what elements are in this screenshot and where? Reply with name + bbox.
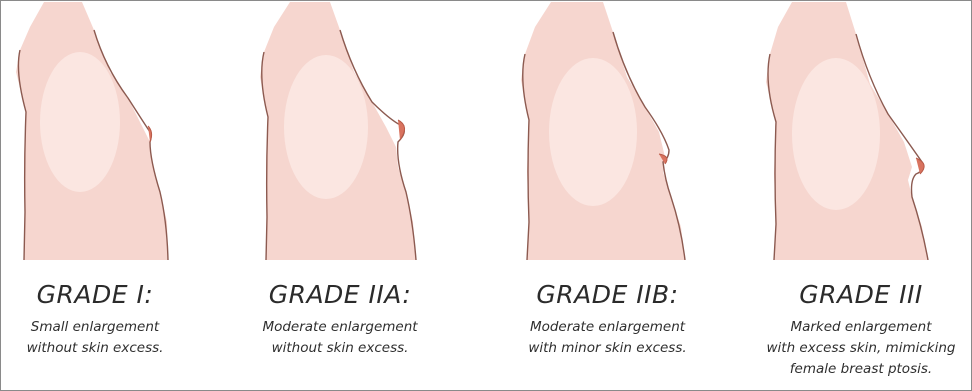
- grade-title: GRADE III: [752, 280, 970, 309]
- torso-illustration-grade-1: [0, 2, 190, 260]
- grade-title: GRADE IIA:: [240, 280, 440, 309]
- grade-description-line: with minor skin excess.: [505, 338, 710, 359]
- grade-description: Marked enlargement with excess skin, mim…: [752, 317, 970, 380]
- grade-title: GRADE IIB:: [505, 280, 710, 309]
- torso-illustration-grade-2a: [240, 2, 440, 260]
- grade-description: Small enlargement without skin excess.: [0, 317, 190, 359]
- grade-description-line: Small enlargement: [0, 317, 190, 338]
- grade-panel-2: GRADE IIA: Moderate enlargement without …: [240, 0, 440, 391]
- torso-illustration-grade-3: [752, 2, 970, 260]
- grade-panel-3: GRADE IIB: Moderate enlargement with min…: [505, 0, 710, 391]
- grade-description-line: Moderate enlargement: [505, 317, 710, 338]
- grade-description-line: female breast ptosis.: [752, 359, 970, 380]
- grade-description: Moderate enlargement with minor skin exc…: [505, 317, 710, 359]
- grade-panel-1: GRADE I: Small enlargement without skin …: [0, 0, 190, 391]
- grade-description-line: without skin excess.: [240, 338, 440, 359]
- grade-description-line: Moderate enlargement: [240, 317, 440, 338]
- grade-description-line: Marked enlargement: [752, 317, 970, 338]
- grade-description-line: with excess skin, mimicking: [752, 338, 970, 359]
- torso-illustration-grade-2b: [505, 2, 710, 260]
- grade-title: GRADE I:: [0, 280, 190, 309]
- grade-panel-4: GRADE III Marked enlargement with excess…: [752, 0, 970, 391]
- grade-description-line: without skin excess.: [0, 338, 190, 359]
- grade-description: Moderate enlargement without skin excess…: [240, 317, 440, 359]
